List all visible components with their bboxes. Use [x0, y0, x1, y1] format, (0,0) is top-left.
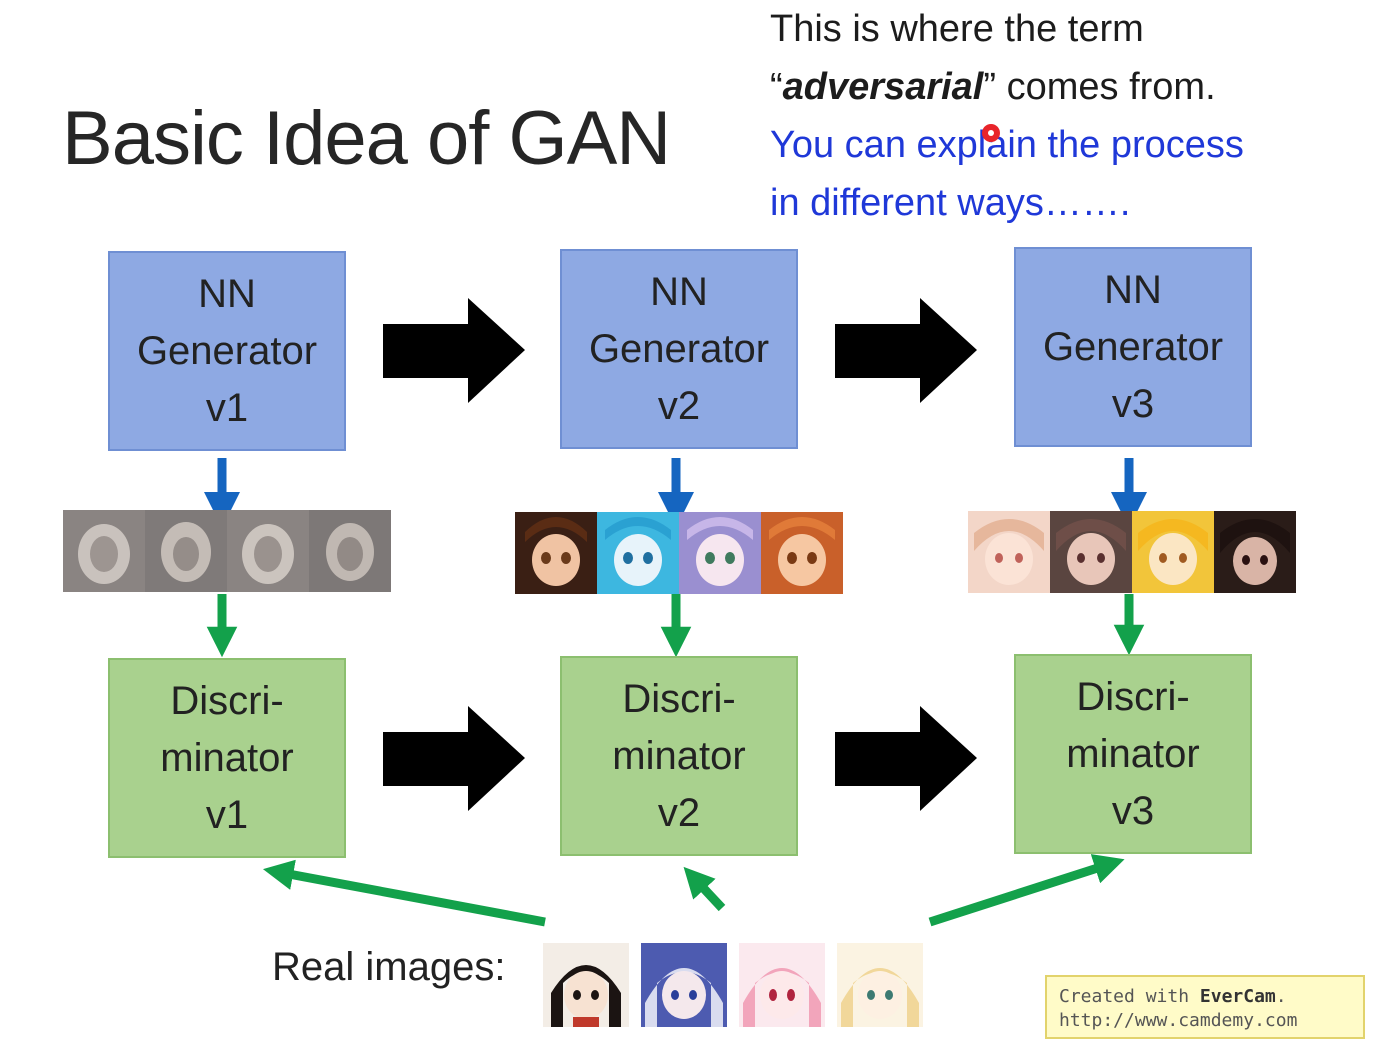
- real-arrow-2: [683, 866, 726, 912]
- watermark-url: http://www.camdemy.com: [1059, 1010, 1298, 1031]
- real-arrow-1: [262, 859, 546, 927]
- generated-image: [597, 512, 679, 594]
- real-image: [543, 943, 629, 1027]
- generated-images-v3: [968, 511, 1296, 593]
- real-image: [739, 943, 825, 1027]
- evercam-watermark: Created with EverCam. http://www.camdemy…: [1045, 975, 1365, 1039]
- real-arrow-3: [928, 854, 1125, 927]
- generated-images-v2: [515, 512, 843, 594]
- progress-arrow-dis-2: [835, 706, 977, 811]
- generated-image: [1214, 511, 1296, 593]
- generated-image: [145, 510, 227, 592]
- generated-image: [1132, 511, 1214, 593]
- adversarial-term: adversarial: [782, 66, 984, 108]
- progress-arrow-dis-1: [383, 706, 525, 811]
- generated-image: [968, 511, 1050, 593]
- progress-arrow-gen-1: [383, 298, 525, 403]
- note-line-1: This is where the term: [770, 8, 1144, 50]
- annotation-note: This is where the term “adversarial” com…: [770, 0, 1244, 232]
- note-line-4: in different ways…….: [770, 182, 1131, 224]
- real-image: [837, 943, 923, 1027]
- real-images-label: Real images:: [272, 945, 506, 989]
- generated-image: [1050, 511, 1132, 593]
- generated-image: [679, 512, 761, 594]
- progress-arrow-gen-2: [835, 298, 977, 403]
- pointer-cursor-icon: [982, 124, 1000, 142]
- generated-image: [761, 512, 843, 594]
- brand-name: EverCam: [1199, 986, 1276, 1007]
- generated-image: [515, 512, 597, 594]
- generated-image: [309, 510, 391, 592]
- note-line-2: “adversarial” comes from.: [770, 66, 1216, 108]
- real-image: [641, 943, 727, 1027]
- generated-image: [227, 510, 309, 592]
- generated-image: [63, 510, 145, 592]
- note-line-3: You can explain the process: [770, 124, 1244, 166]
- real-images-strip: [543, 943, 923, 1027]
- slide-title: Basic Idea of GAN: [62, 96, 671, 181]
- generated-images-v1: [63, 510, 391, 592]
